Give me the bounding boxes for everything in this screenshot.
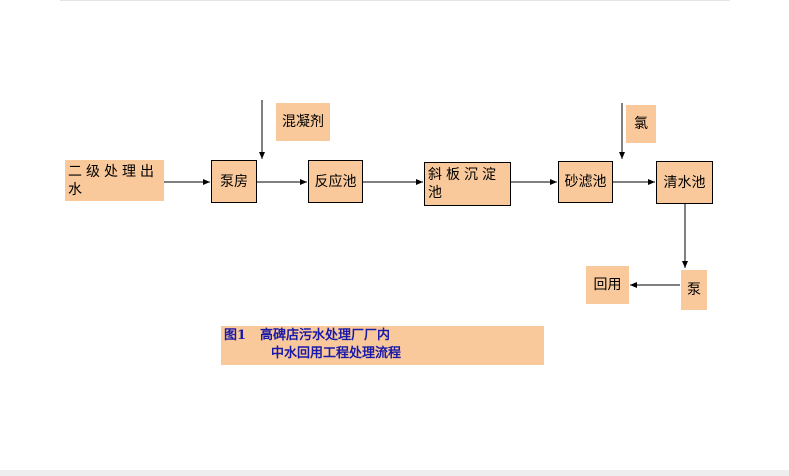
figure-caption: 图1 高碑店污水处理厂厂内 中水回用工程处理流程	[221, 326, 544, 365]
node-sand-filter-label: 砂滤池	[564, 174, 607, 190]
node-reaction-tank: 反应池	[308, 160, 363, 203]
node-secondary-effluent-label: 二级处理出水	[68, 163, 158, 198]
input-chlorine-label: 氯	[634, 116, 648, 132]
input-coagulant-label: 混凝剂	[282, 114, 324, 130]
page-top-rule	[60, 0, 730, 1]
figure-label: 图1	[224, 328, 247, 343]
input-chlorine: 氯	[626, 105, 656, 143]
node-pump-house-label: 泵房	[220, 173, 248, 190]
node-reaction-tank-label: 反应池	[314, 173, 357, 190]
node-pump-label: 泵	[687, 282, 701, 298]
node-pump: 泵	[681, 270, 707, 310]
node-sand-filter: 砂滤池	[558, 161, 613, 203]
node-reuse-label: 回用	[593, 277, 622, 293]
node-pump-house: 泵房	[211, 160, 257, 203]
node-inclined-settler-label: 斜板沉淀池	[428, 167, 500, 201]
node-secondary-effluent: 二级处理出水	[65, 160, 164, 201]
node-inclined-settler: 斜板沉淀池	[424, 162, 511, 206]
node-clear-water-tank: 清水池	[656, 161, 713, 204]
input-coagulant: 混凝剂	[276, 103, 330, 141]
node-clear-water-tank-label: 清水池	[663, 174, 706, 191]
page-bottom-band	[0, 470, 789, 476]
caption-line-1: 高碑店污水处理厂厂内	[260, 328, 391, 343]
caption-line-2: 中水回用工程处理流程	[271, 346, 402, 361]
node-reuse: 回用	[586, 266, 629, 304]
